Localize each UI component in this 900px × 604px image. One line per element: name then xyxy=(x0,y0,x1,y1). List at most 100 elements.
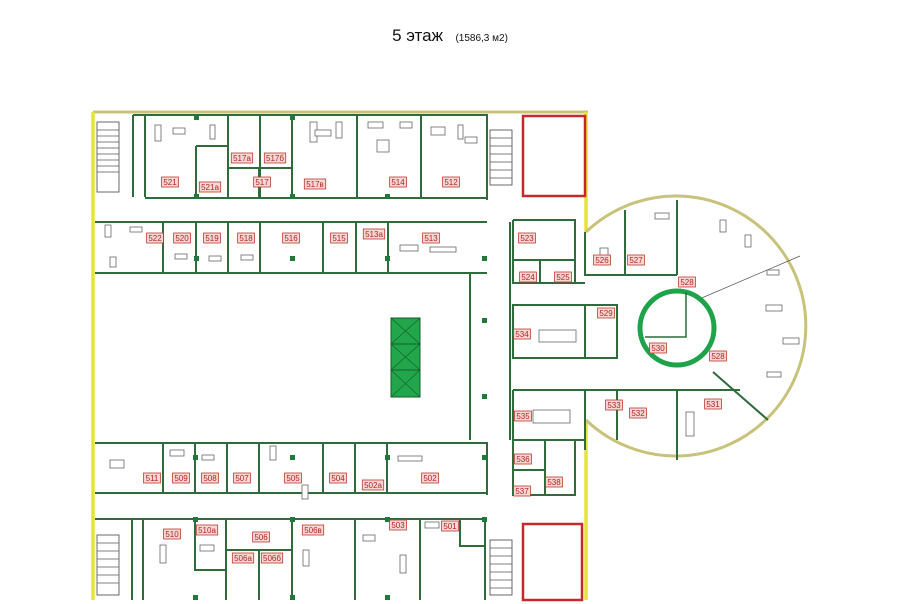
room-label-528[interactable]: 528 xyxy=(678,276,696,288)
room-label-527[interactable]: 527 xyxy=(627,254,645,266)
svg-text:515: 515 xyxy=(332,234,346,243)
room-label-524[interactable]: 524 xyxy=(519,271,537,283)
svg-text:532: 532 xyxy=(631,409,645,418)
svg-text:505: 505 xyxy=(286,474,300,483)
room-label-521[interactable]: 521 xyxy=(161,176,179,188)
svg-text:503: 503 xyxy=(391,521,405,530)
svg-text:526: 526 xyxy=(595,256,609,265)
svg-text:514: 514 xyxy=(391,178,405,187)
room-label-538[interactable]: 538 xyxy=(545,476,563,488)
room-label-506b[interactable]: 506б xyxy=(260,552,284,564)
room-label-534[interactable]: 534 xyxy=(513,328,531,340)
room-label-506a[interactable]: 506а xyxy=(231,552,255,564)
svg-text:522: 522 xyxy=(148,234,162,243)
svg-text:516: 516 xyxy=(284,234,298,243)
room-label-514[interactable]: 514 xyxy=(389,176,407,188)
room-label-508[interactable]: 508 xyxy=(201,472,219,484)
room-label-504[interactable]: 504 xyxy=(329,472,347,484)
svg-text:506а: 506а xyxy=(234,554,252,563)
svg-text:506в: 506в xyxy=(304,526,322,535)
svg-text:509: 509 xyxy=(174,474,188,483)
svg-text:512: 512 xyxy=(444,178,458,187)
restricted-room-south xyxy=(521,522,584,602)
room-label-531[interactable]: 531 xyxy=(704,398,722,410)
svg-text:504: 504 xyxy=(331,474,345,483)
room-label-521a[interactable]: 521а xyxy=(198,181,222,193)
east-wing-walls xyxy=(512,200,801,496)
svg-text:520: 520 xyxy=(175,234,189,243)
svg-text:506б: 506б xyxy=(263,554,281,563)
room-label-533[interactable]: 533 xyxy=(605,399,623,411)
svg-text:538: 538 xyxy=(547,478,561,487)
room-label-517a[interactable]: 517а xyxy=(230,152,254,164)
south-east-stairs xyxy=(489,539,513,596)
room-label-506v[interactable]: 506в xyxy=(301,524,325,536)
svg-text:513: 513 xyxy=(424,234,438,243)
room-label-512[interactable]: 512 xyxy=(442,176,460,188)
room-label-530[interactable]: 530 xyxy=(649,342,667,354)
room-label-519[interactable]: 519 xyxy=(203,232,221,244)
room-label-511[interactable]: 511 xyxy=(143,472,161,484)
room-label-523[interactable]: 523 xyxy=(518,232,536,244)
room-label-517[interactable]: 517 xyxy=(253,176,271,188)
room-label-520[interactable]: 520 xyxy=(173,232,191,244)
svg-text:521а: 521а xyxy=(201,183,219,192)
svg-text:537: 537 xyxy=(515,487,529,496)
svg-text:517в: 517в xyxy=(306,180,324,189)
room-label-513[interactable]: 513 xyxy=(422,232,440,244)
svg-text:513а: 513а xyxy=(365,230,383,239)
room-label-537[interactable]: 537 xyxy=(513,485,531,497)
svg-text:510: 510 xyxy=(165,530,179,539)
room-label-510[interactable]: 510 xyxy=(163,528,181,540)
floor-area: (1586,3 м2) xyxy=(455,33,508,44)
svg-text:517б: 517б xyxy=(266,154,284,163)
room-label-536[interactable]: 536 xyxy=(514,453,532,465)
svg-text:534: 534 xyxy=(515,330,529,339)
room-label-501[interactable]: 501 xyxy=(441,520,459,532)
room-label-502[interactable]: 502 xyxy=(421,472,439,484)
svg-text:535: 535 xyxy=(516,412,530,421)
round-core xyxy=(637,288,717,368)
svg-text:528: 528 xyxy=(680,278,694,287)
svg-text:501: 501 xyxy=(443,522,457,531)
svg-text:529: 529 xyxy=(599,309,613,318)
room-label-528-east[interactable]: 528 xyxy=(709,350,727,362)
svg-text:506: 506 xyxy=(254,533,268,542)
room-label-502a[interactable]: 502а xyxy=(361,479,385,491)
room-label-532[interactable]: 532 xyxy=(629,407,647,419)
room-label-507[interactable]: 507 xyxy=(233,472,251,484)
north-east-stairs xyxy=(489,129,513,186)
room-label-510a[interactable]: 510а xyxy=(195,524,219,536)
restricted-room-north xyxy=(521,114,587,198)
svg-text:528: 528 xyxy=(711,352,725,361)
svg-text:507: 507 xyxy=(235,474,249,483)
room-label-503[interactable]: 503 xyxy=(389,519,407,531)
room-label-517b[interactable]: 517б xyxy=(263,152,287,164)
svg-text:533: 533 xyxy=(607,401,621,410)
svg-text:536: 536 xyxy=(516,455,530,464)
svg-text:521: 521 xyxy=(163,178,177,187)
room-labels: 521 521а 517а 517б 517 517в 514 512 522 … xyxy=(143,152,727,564)
svg-text:519: 519 xyxy=(205,234,219,243)
room-label-526[interactable]: 526 xyxy=(593,254,611,266)
room-label-535[interactable]: 535 xyxy=(514,410,532,422)
svg-text:518: 518 xyxy=(239,234,253,243)
room-label-509[interactable]: 509 xyxy=(172,472,190,484)
room-label-506[interactable]: 506 xyxy=(252,531,270,543)
room-label-513a[interactable]: 513а xyxy=(362,228,386,240)
room-label-517v[interactable]: 517в xyxy=(303,178,327,190)
south-west-stairs xyxy=(96,534,120,596)
room-label-505[interactable]: 505 xyxy=(284,472,302,484)
room-label-525[interactable]: 525 xyxy=(554,271,572,283)
north-west-stairs xyxy=(96,121,120,193)
room-label-522[interactable]: 522 xyxy=(146,232,164,244)
svg-text:502: 502 xyxy=(423,474,437,483)
floor-name: 5 этаж xyxy=(392,26,443,45)
room-label-518[interactable]: 518 xyxy=(237,232,255,244)
room-label-516[interactable]: 516 xyxy=(282,232,300,244)
room-label-529[interactable]: 529 xyxy=(597,307,615,319)
north-wing-walls xyxy=(95,114,488,274)
svg-text:502а: 502а xyxy=(364,481,382,490)
room-label-515[interactable]: 515 xyxy=(330,232,348,244)
